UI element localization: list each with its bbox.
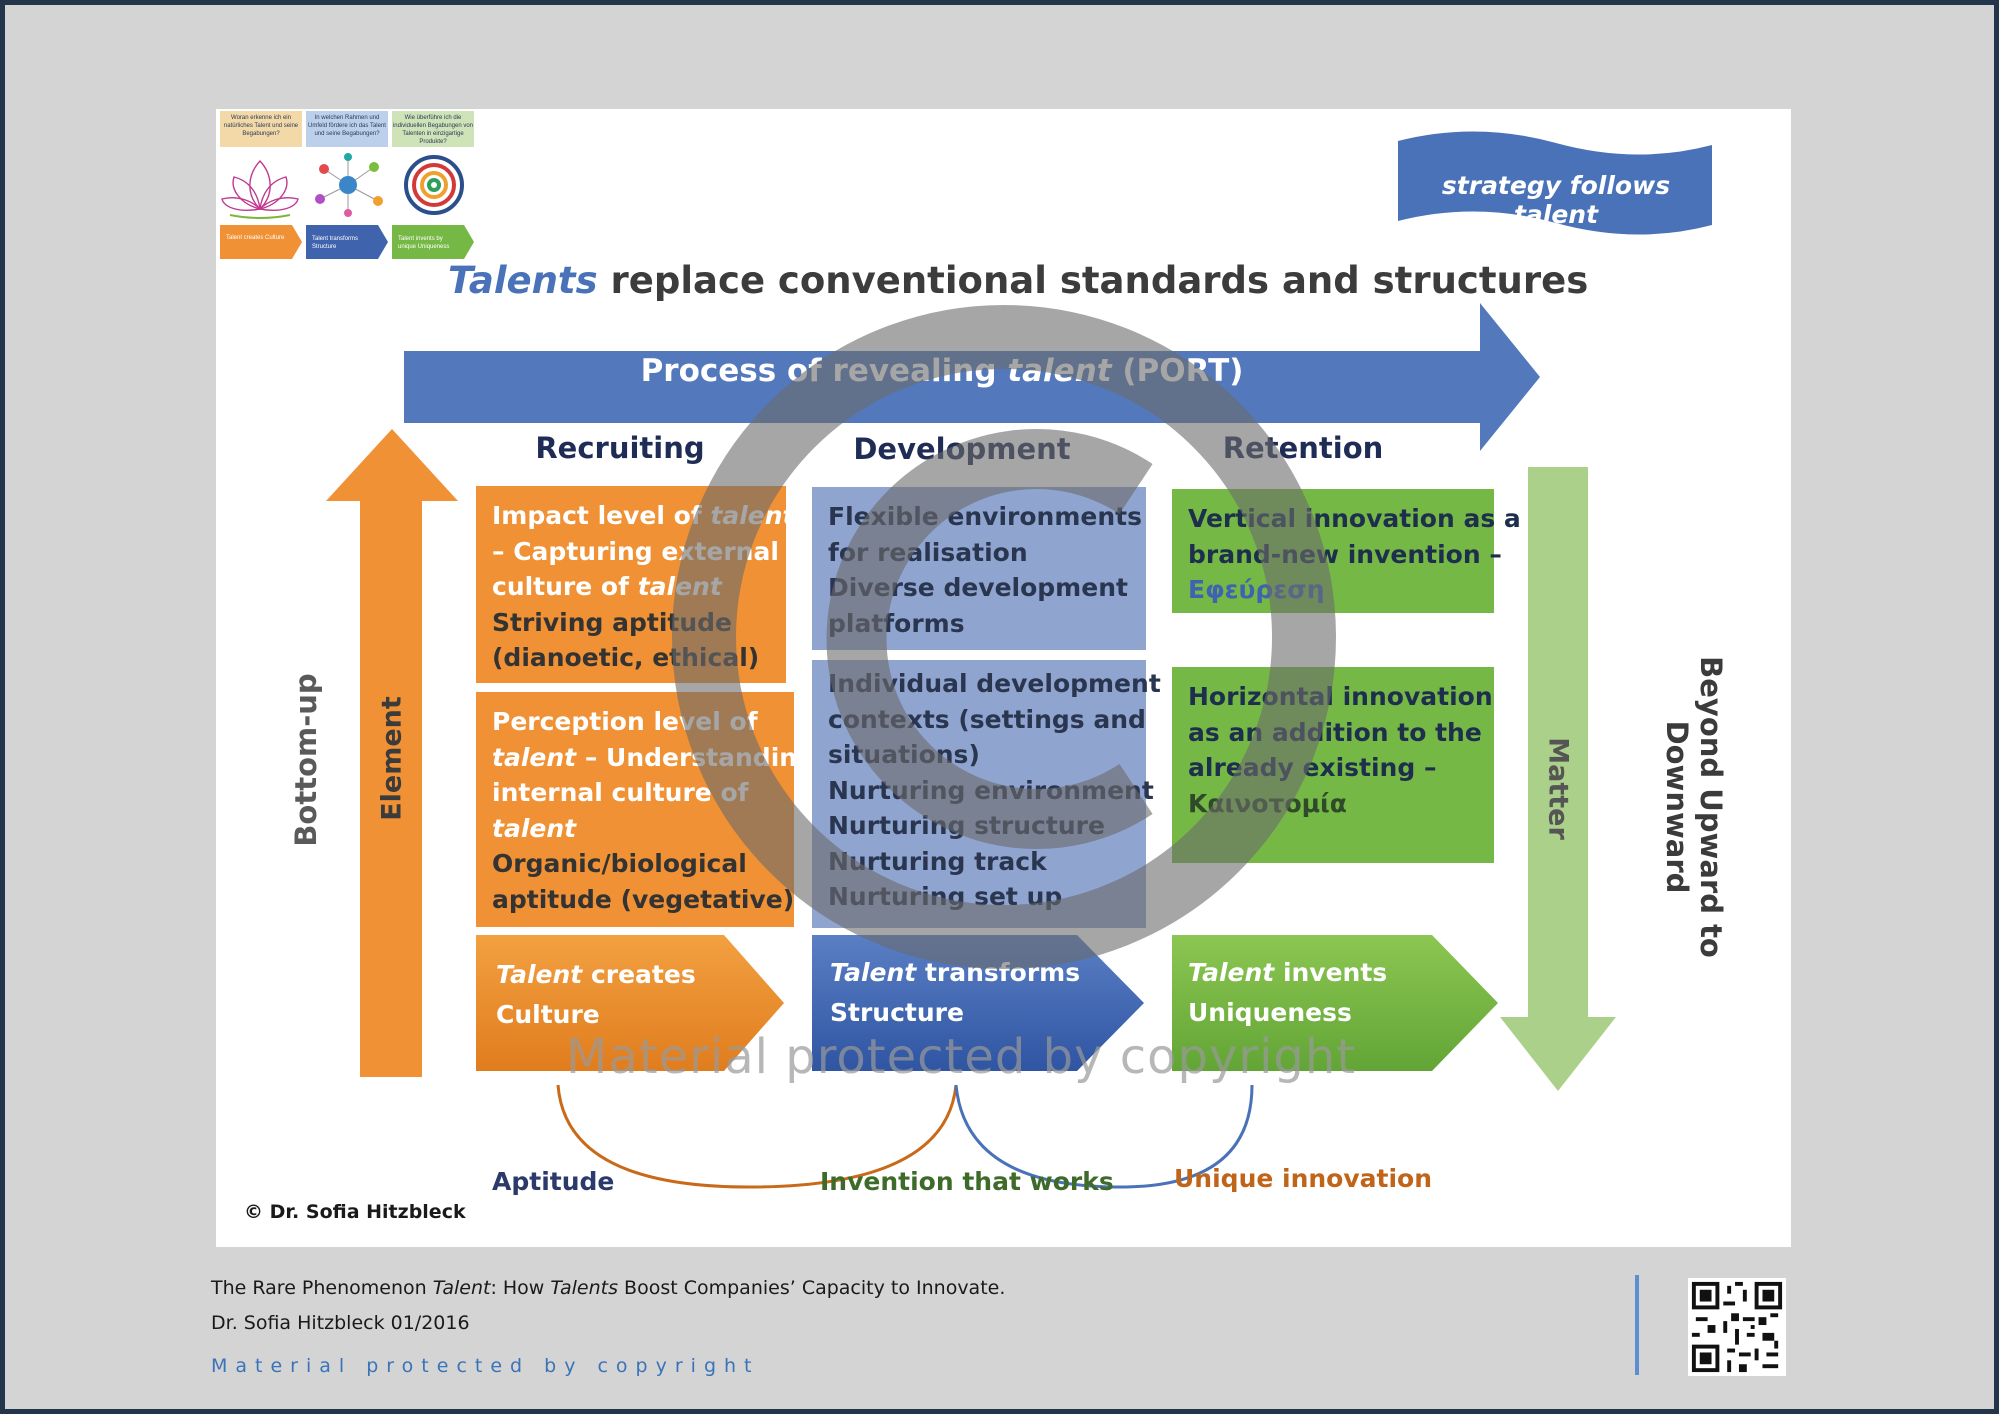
heading-recruiting: Recruiting — [535, 431, 705, 465]
recruiting-perception-line-5: Organic/biological — [492, 849, 747, 878]
copyright-watermark-icon — [672, 305, 1336, 969]
retention-horizontal-line-1: Horizontal innovation — [1188, 682, 1493, 711]
banner-text: strategy follows talent — [1441, 171, 1671, 229]
pentagon-arrow-uniqueness — [1172, 935, 1498, 1071]
footer-line-1: The Rare Phenomenon Talent: How Talents … — [211, 1277, 1006, 1299]
thumbnail-images-icon — [221, 153, 464, 219]
qr-code-icon — [1688, 1278, 1786, 1376]
recruiting-perception-line-4: talent — [492, 813, 577, 843]
page-title: Talents replace conventional standards a… — [448, 259, 1588, 302]
beyond-label: Beyond Upward to Downward — [1660, 656, 1728, 958]
footer-line-3: Material protected by copyright — [211, 1355, 760, 1377]
title-highlight: Talents — [448, 259, 598, 302]
thumbnail-note-2: In welchen Rahmen und Umfeld fördere ich… — [306, 111, 388, 147]
connector-arcs — [556, 1084, 1254, 1189]
thumbnail-note-3: Wie überführe ich die individuellen Bega… — [392, 111, 474, 147]
thumbnail-arrows-icon — [220, 225, 474, 259]
pentagon-arrow-structure — [812, 935, 1144, 1071]
credit-text: © Dr. Sofia Hitzbleck — [244, 1201, 466, 1223]
thumbnail-note-1: Woran erkenne ich ein natürliches Talent… — [220, 111, 302, 147]
footer-divider — [1635, 1275, 1639, 1375]
thumbnail-arrow-label-1: Talent creates Culture — [226, 235, 285, 241]
pentagon-label-uniqueness: Talent invents Uniqueness — [1188, 958, 1388, 1027]
retention-vertical-line-2: brand-new invention – — [1188, 539, 1502, 569]
pentagon-arrows — [476, 935, 784, 1071]
bottom-up-label: Bottom-up — [289, 673, 323, 847]
retention-horizontal-line-2: as an addition to the — [1188, 717, 1482, 747]
recruiting-perception-line-6: aptitude (vegetative) — [492, 884, 795, 914]
label-invention: Invention that works — [820, 1167, 1114, 1196]
thumbnail-arrow-label-3: Talent invents by unique Uniqueness — [398, 236, 450, 250]
thumbnail-arrow-label-2: Talent transforms Structure — [312, 236, 359, 250]
watermark-text: Material protected by copyright — [566, 1029, 1357, 1085]
pentagon-label-culture: Talent creates Culture — [496, 960, 696, 1029]
element-label: Element — [376, 696, 408, 821]
outer-frame: Woran erkenne ich ein natürliches Talent… — [5, 5, 1994, 1409]
title-rest: replace conventional standards and struc… — [597, 259, 1589, 302]
label-aptitude: Aptitude — [492, 1167, 615, 1196]
bottom-up-arrow — [326, 429, 458, 1077]
thumbnail-panel: Woran erkenne ich ein natürliches Talent… — [220, 111, 474, 261]
matter-label: Matter — [1542, 737, 1574, 840]
banner-shape — [1398, 131, 1712, 235]
beyond-downward-arrow — [1500, 467, 1616, 1091]
footer-line-2: Dr. Sofia Hitzbleck 01/2016 — [211, 1312, 470, 1334]
label-unique-innovation: Unique innovation — [1174, 1164, 1433, 1193]
slide: Woran erkenne ich ein natürliches Talent… — [216, 109, 1791, 1247]
process-arrow — [404, 303, 1540, 451]
